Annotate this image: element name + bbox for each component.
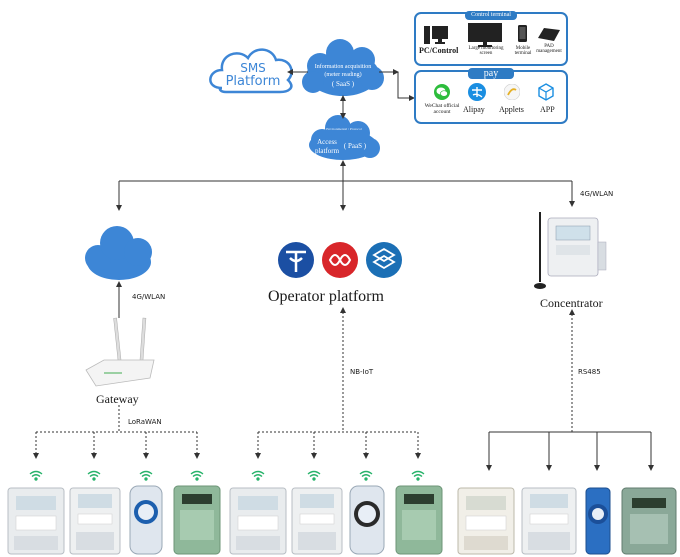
saas-cloud-shape (302, 39, 384, 96)
control-panel-title: Control terminal (465, 11, 517, 20)
control-item-pc: PC/Control (419, 46, 459, 55)
paas-cloud-tag: ( PaaS ) (343, 142, 367, 150)
pay-item-applets: Applets (499, 105, 524, 114)
concentrator-device (534, 212, 607, 289)
paas-cloud-line2: platform (314, 147, 340, 155)
electric-meter-1 (7, 487, 65, 555)
wifi-icon (359, 470, 373, 481)
gateway-cloud-shape (85, 226, 152, 280)
lorawan-drops (33, 432, 200, 459)
wifi-icon (307, 470, 321, 481)
paas-cloud-shape (309, 115, 380, 160)
electric-meter-2 (69, 487, 121, 555)
electric-meter-3 (229, 487, 287, 555)
wifi-icon (190, 470, 204, 481)
electric-meter-6 (521, 487, 577, 555)
wifi-icon (251, 470, 265, 481)
monitor-screen-icon (468, 23, 502, 52)
control-terminal-panel: Control terminal PC/Control Large monito… (414, 11, 568, 66)
gateway-label: Gateway (96, 392, 139, 406)
mobile-icon (518, 25, 528, 48)
gateway-device (85, 317, 155, 387)
wifi-icon (29, 470, 43, 481)
alipay-icon (468, 83, 486, 106)
operator-logos (278, 242, 402, 278)
pay-item-alipay: Alipay (463, 105, 485, 114)
nbiot-label: NB-IoT (350, 368, 374, 376)
gas-meter-1 (173, 485, 221, 555)
operator-platform-title: Operator platform (268, 288, 384, 305)
sms-cloud-line2: Platform (225, 74, 281, 89)
water-meter-2 (349, 485, 385, 555)
wifi-icon (411, 470, 425, 481)
app-cube-icon (538, 83, 554, 106)
control-item-mobile: Mobile terminal (514, 46, 532, 56)
sms-cloud-shape (209, 48, 293, 94)
right-link-label: 4G/WLAN (580, 190, 614, 198)
gas-meter-2 (395, 485, 443, 555)
nbiot-drops (255, 432, 421, 459)
wifi-icons (29, 470, 425, 481)
wifi-icon (139, 470, 153, 481)
control-item-screen: Large monitoring screen (468, 46, 504, 56)
lorawan-label: LoRaWAN (128, 418, 162, 426)
concentrator-label: Concentrator (540, 296, 603, 310)
rs485-label: RS485 (578, 368, 601, 376)
sms-cloud-line1: SMS (240, 61, 266, 75)
electric-meter-4 (291, 487, 343, 555)
pay-panel-title: pay (468, 68, 514, 79)
saas-cloud-line2: (meter reading) (324, 72, 362, 78)
water-meter-1 (129, 485, 163, 555)
pay-item-wechat: WeChat official account (424, 103, 460, 115)
saas-to-pay-arrow (397, 72, 415, 101)
left-link-label: 4G/WLAN (132, 293, 166, 301)
electric-meter-5 (457, 487, 515, 555)
control-item-pad: PAD management (536, 44, 562, 54)
saas-cloud-line1: Information acquisition (314, 64, 372, 70)
paas-small-note: Environmental / Protocol (326, 127, 362, 131)
pc-icon (424, 24, 448, 51)
water-meter-3 (585, 487, 611, 555)
gas-meter-3 (621, 487, 677, 555)
tablet-icon (536, 26, 560, 47)
applets-icon (503, 83, 521, 105)
rs485-drops (486, 432, 654, 471)
pay-item-app: APP (540, 105, 555, 114)
wechat-icon (434, 84, 450, 105)
meters-row (7, 485, 677, 555)
pay-panel: pay WeChat official account Alipay Apple… (414, 68, 568, 124)
saas-cloud-line3: ( SaaS ) (331, 80, 355, 88)
paas-cloud-line1: Access (317, 138, 337, 146)
wifi-icon (87, 470, 101, 481)
